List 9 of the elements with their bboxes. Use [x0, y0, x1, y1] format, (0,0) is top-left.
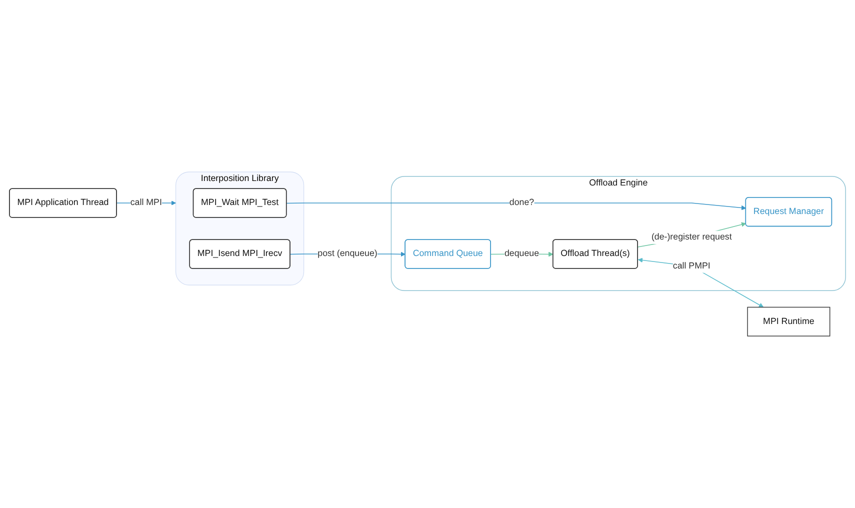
arrow	[638, 258, 764, 308]
arrow	[286, 202, 746, 210]
edge-label: (de-)register request	[651, 232, 732, 242]
edge-label: dequeue	[504, 249, 540, 258]
edge-label: done?	[509, 198, 534, 208]
edge-label: post (enqueue)	[318, 249, 378, 258]
node-box: MPI Runtime	[747, 306, 830, 336]
edge-label: call PMPI	[672, 261, 710, 271]
edge-label: call MPI	[130, 198, 162, 208]
